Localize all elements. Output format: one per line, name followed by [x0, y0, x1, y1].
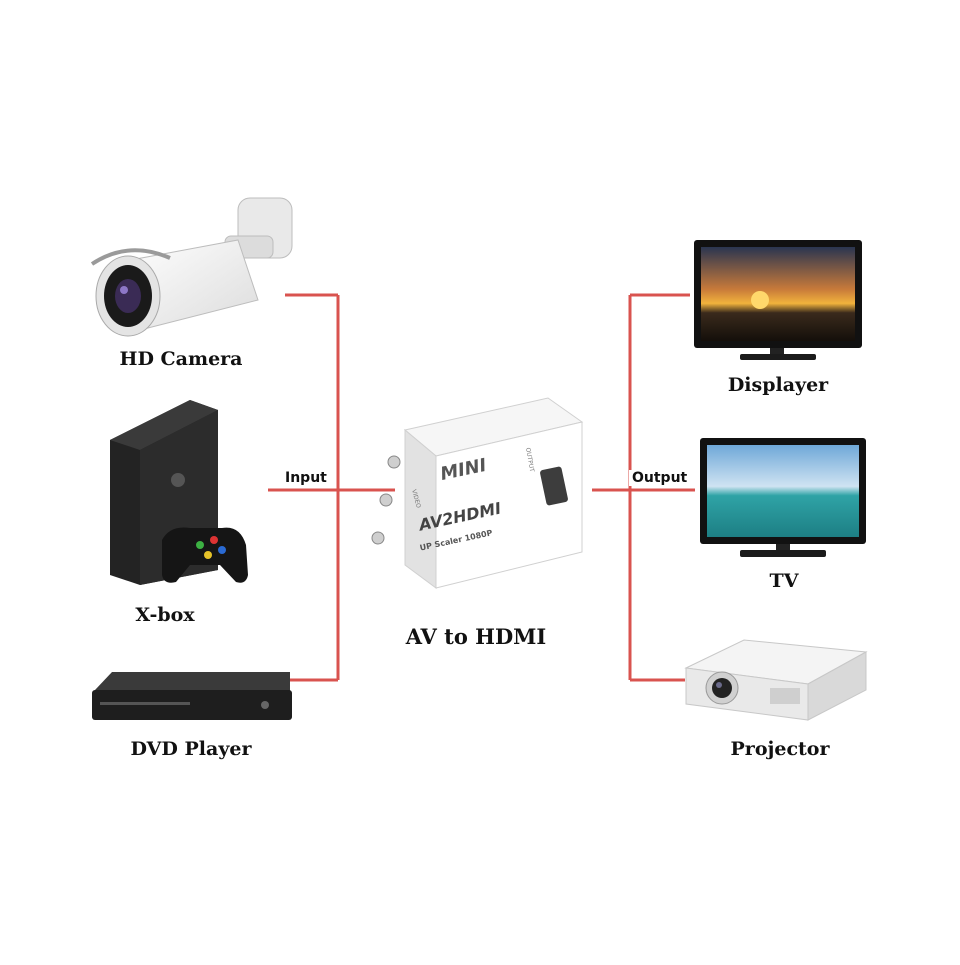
output-label-displayer: Displayer	[727, 374, 829, 396]
output-label-tv: TV	[769, 570, 799, 592]
center-title: AV to HDMI	[405, 624, 547, 649]
adapter-side-out: OUTPUT	[524, 447, 535, 473]
adapter-side-in: VIDEO	[410, 489, 422, 509]
projector-icon	[684, 639, 868, 721]
tv-icon	[700, 438, 866, 557]
dvd-player-icon	[92, 672, 292, 720]
monitor-icon	[694, 240, 862, 360]
output-connector-lines	[592, 293, 695, 682]
output-connector-label: Output	[629, 470, 691, 486]
input-label-dvd-player: DVD Player	[130, 738, 252, 760]
input-connector-label: Input	[282, 470, 330, 486]
input-label-xbox: X-box	[135, 604, 195, 626]
game-console-icon	[110, 400, 248, 585]
input-connector-lines	[268, 293, 395, 682]
input-label-hd-camera: HD Camera	[119, 348, 243, 370]
cctv-camera-icon	[90, 197, 293, 337]
av2hdmi-adapter-icon: MINI AV2HDMI UP Scaler 1080P VIDEO OUTPU…	[371, 397, 584, 589]
output-label-projector: Projector	[730, 738, 830, 760]
